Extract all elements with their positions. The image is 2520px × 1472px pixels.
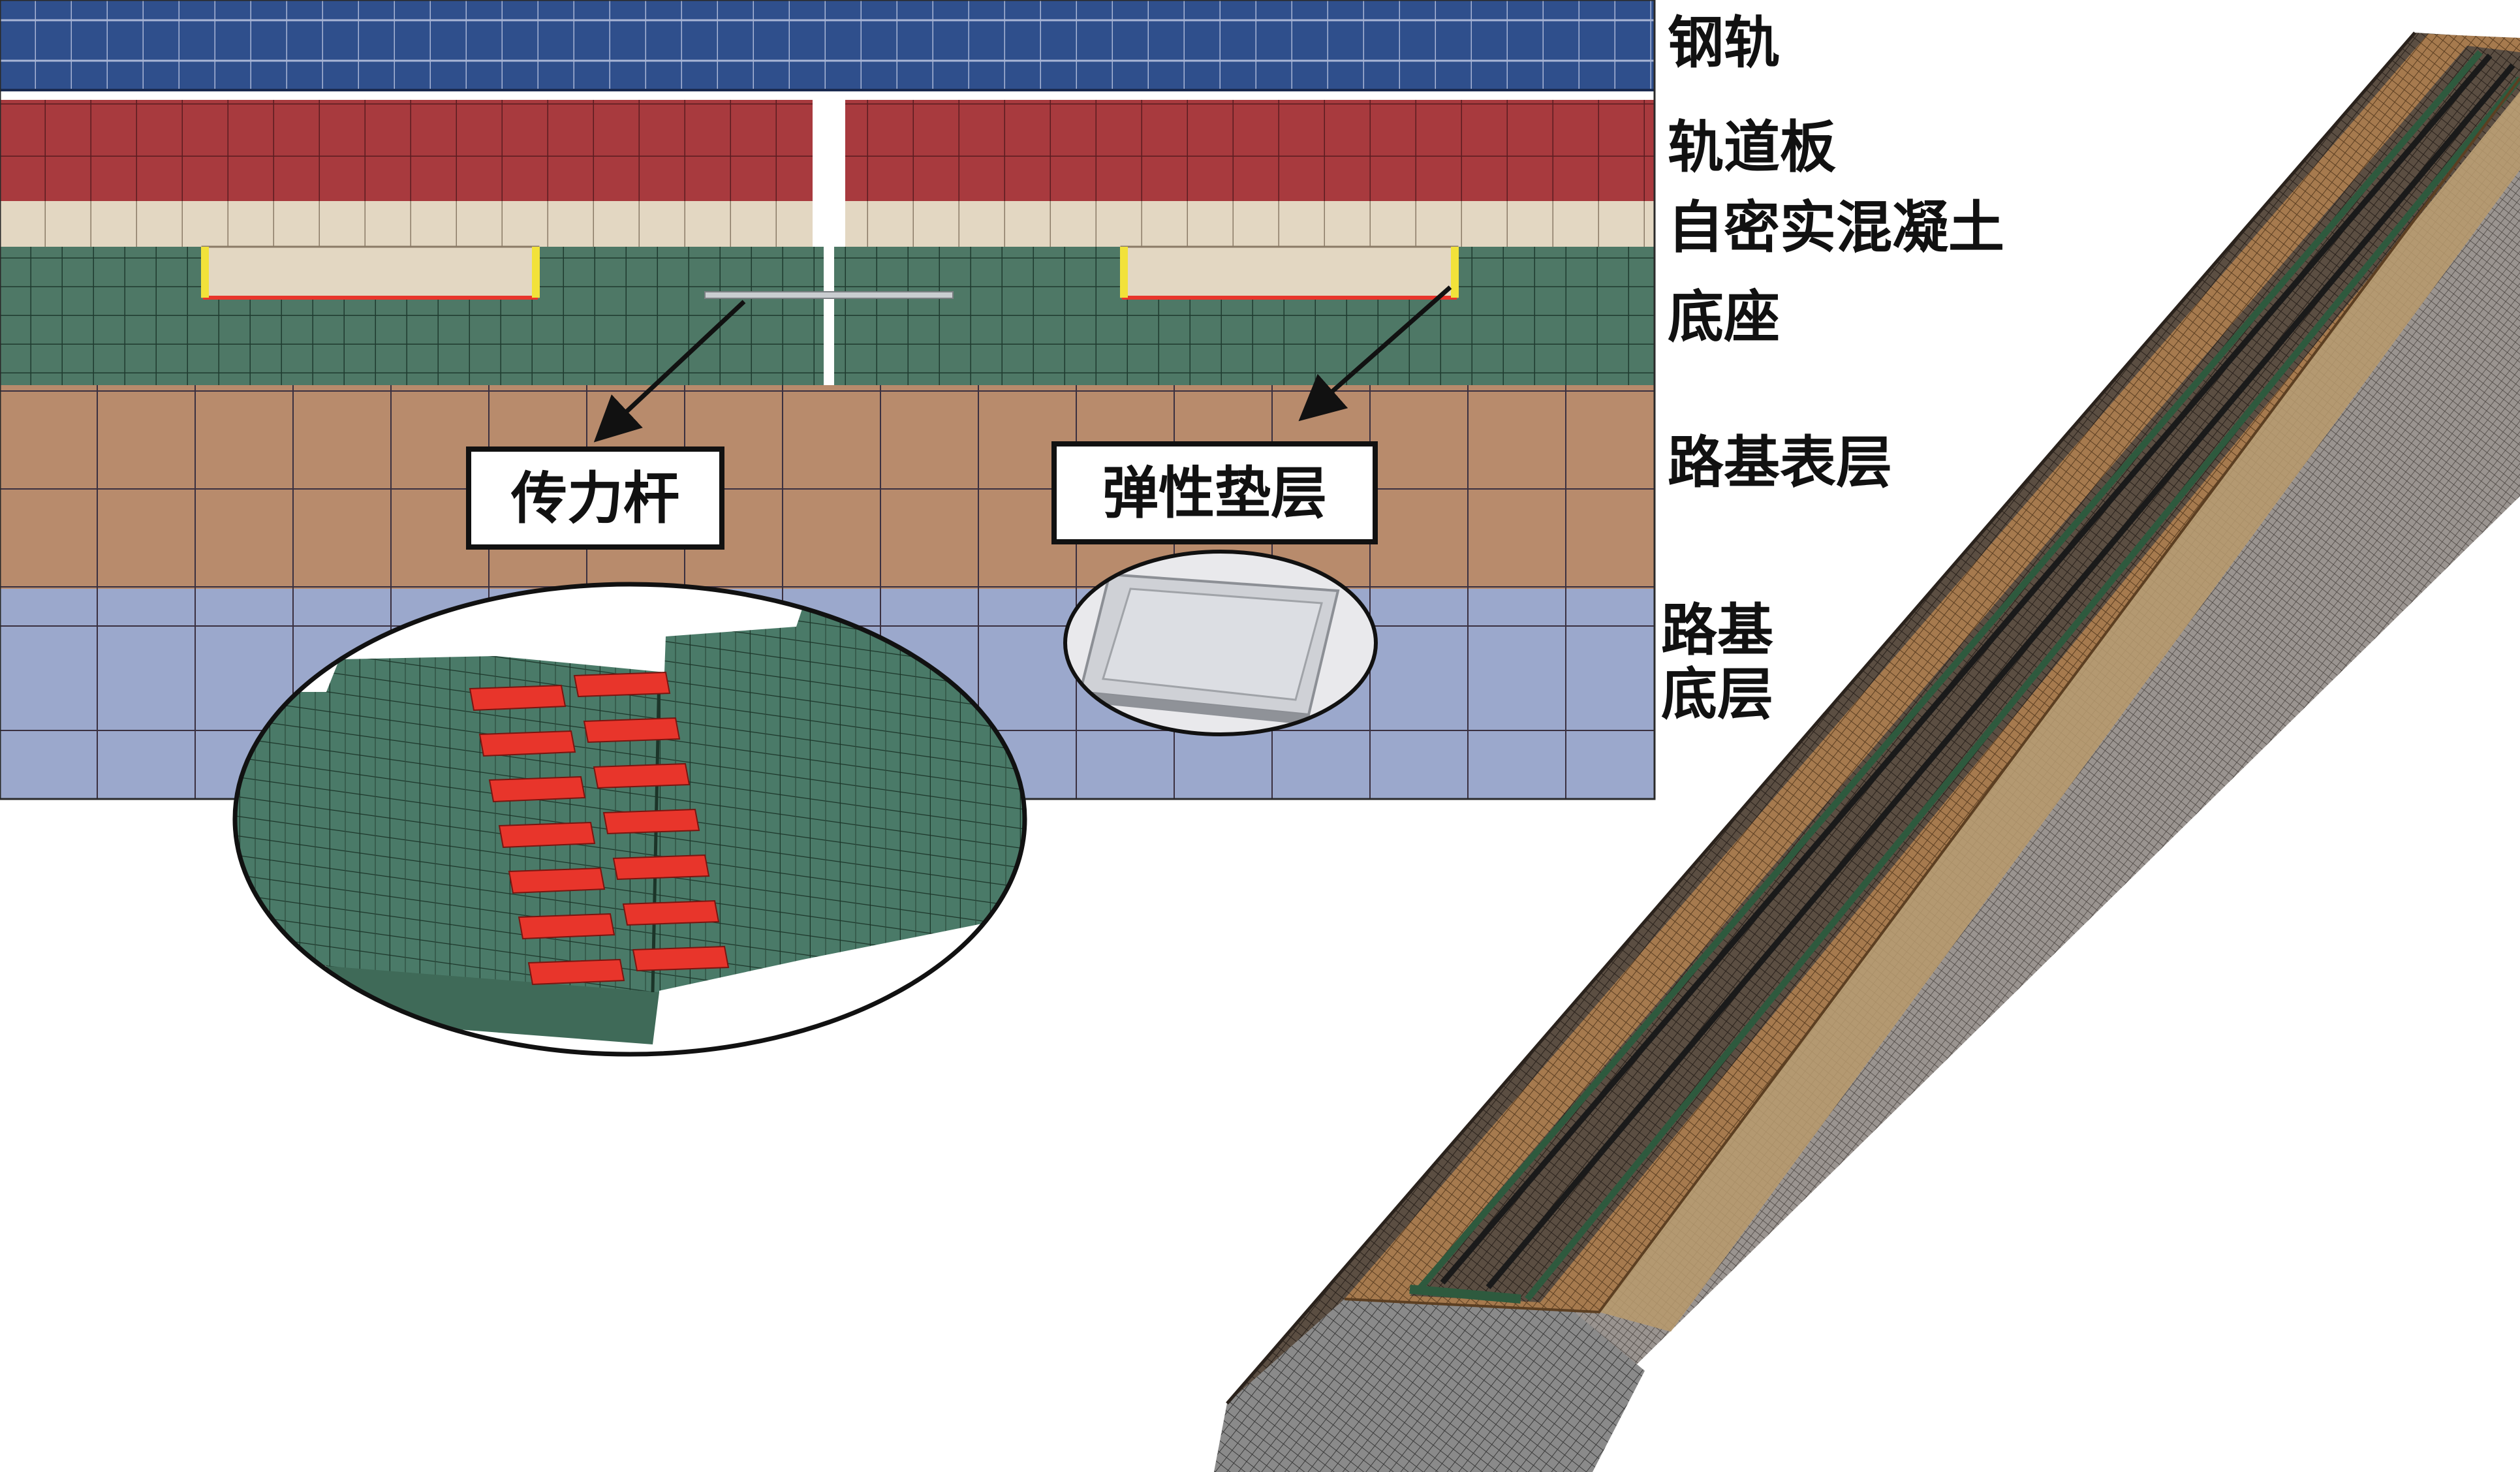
- cushion-label-box: 弹性垫层: [1051, 441, 1378, 544]
- base-label: 底座: [1668, 285, 1780, 350]
- rail-line-1: [1440, 54, 2493, 1285]
- arrow-cushion: [1298, 285, 1452, 422]
- cushion-edge-left-b: [532, 247, 540, 298]
- rail-label: 钢轨: [1668, 10, 1780, 76]
- subgrade-bottom-label-1: 路基: [1661, 598, 1773, 663]
- dowel-bars: [469, 671, 730, 986]
- subgrade-bottom-label-2: 底层: [1661, 662, 1773, 727]
- groove-left: [201, 245, 540, 299]
- embankment-end-face: [1214, 1299, 1645, 1472]
- scc-layer-right: [845, 201, 1655, 247]
- track-slab-left: [0, 100, 813, 201]
- cushion-zoom-view: [1063, 550, 1378, 736]
- rail-line-2: [1486, 63, 2515, 1289]
- cushion-edge-right-b: [1451, 247, 1459, 298]
- scc-layer-left: [0, 201, 813, 247]
- subgrade-surface-layer: [0, 385, 1655, 589]
- dowel-label: 传力杆: [510, 466, 679, 531]
- groove-right: [1120, 245, 1459, 299]
- track-slab-right: [845, 100, 1655, 201]
- scc-label: 自密实混凝土: [1668, 195, 2004, 260]
- cushion-label: 弹性垫层: [1102, 461, 1327, 526]
- dowel-zoom-view: [232, 582, 1027, 1057]
- embankment-3d-model: [1214, 31, 2520, 1472]
- layer-labels: 钢轨 轨道板 自密实混凝土 底座 路基表层 路基 底层: [1661, 10, 2004, 727]
- dowel-bar-line: [704, 291, 954, 299]
- cushion-edge-left-a: [201, 247, 209, 298]
- subgrade-surface-label: 路基表层: [1668, 430, 1892, 495]
- arrow-dowel: [593, 300, 746, 443]
- track-slab-label: 轨道板: [1668, 115, 1836, 180]
- dowel-label-box: 传力杆: [466, 446, 724, 550]
- cushion-edge-right-a: [1120, 247, 1128, 298]
- rail-layer: [0, 0, 1655, 90]
